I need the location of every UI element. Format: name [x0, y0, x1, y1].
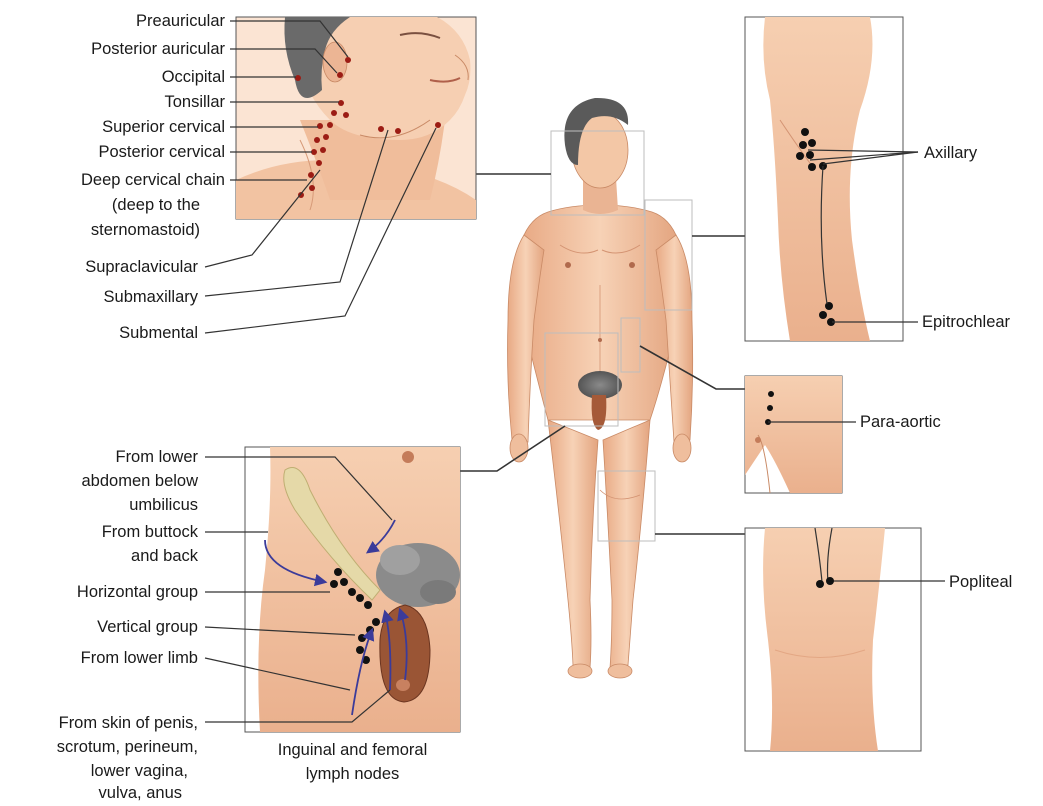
label-supraclavicular: Supraclavicular: [0, 255, 198, 280]
label-vertical-group: Vertical group: [0, 615, 198, 640]
label-submaxillary: Submaxillary: [0, 285, 198, 310]
label-lower-abdomen-2: abdomen below: [0, 469, 198, 494]
central-body-figure: [508, 98, 693, 678]
label-buttock-2: and back: [0, 544, 198, 569]
label-deep-cervical-2: (deep to the: [0, 193, 200, 218]
label-posterior-cervical: Posterior cervical: [0, 140, 225, 165]
head-neck-panel: [205, 4, 476, 333]
label-lower-abdomen-1: From lower: [0, 445, 198, 470]
label-skin-4: vulva, anus: [0, 781, 182, 806]
label-skin-2: scrotum, perineum,: [0, 735, 198, 760]
label-popliteal: Popliteal: [949, 570, 1012, 595]
label-epitrochlear: Epitrochlear: [922, 310, 1010, 335]
label-posterior-auricular: Posterior auricular: [0, 37, 225, 62]
label-axillary: Axillary: [924, 141, 977, 166]
label-para-aortic: Para-aortic: [860, 410, 941, 435]
knee-panel: [745, 528, 945, 751]
caption-inguinal-1: Inguinal and femoral: [220, 738, 485, 763]
caption-inguinal-2: lymph nodes: [220, 762, 485, 787]
para-aortic-panel: [745, 376, 856, 493]
label-superior-cervical: Superior cervical: [0, 115, 225, 140]
label-submental: Submental: [0, 321, 198, 346]
label-lower-abdomen-3: umbilicus: [0, 493, 198, 518]
label-lower-limb: From lower limb: [0, 646, 198, 671]
label-deep-cervical-1: Deep cervical chain: [0, 168, 225, 193]
label-tonsillar: Tonsillar: [0, 90, 225, 115]
label-buttock-1: From buttock: [0, 520, 198, 545]
label-occipital: Occipital: [0, 65, 225, 90]
label-horizontal-group: Horizontal group: [0, 580, 198, 605]
label-preauricular: Preauricular: [0, 9, 225, 34]
groin-panel: [205, 447, 460, 732]
arm-panel: [745, 17, 918, 341]
label-skin-1: From skin of penis,: [0, 711, 198, 736]
label-deep-cervical-3: sternomastoid): [0, 218, 200, 243]
